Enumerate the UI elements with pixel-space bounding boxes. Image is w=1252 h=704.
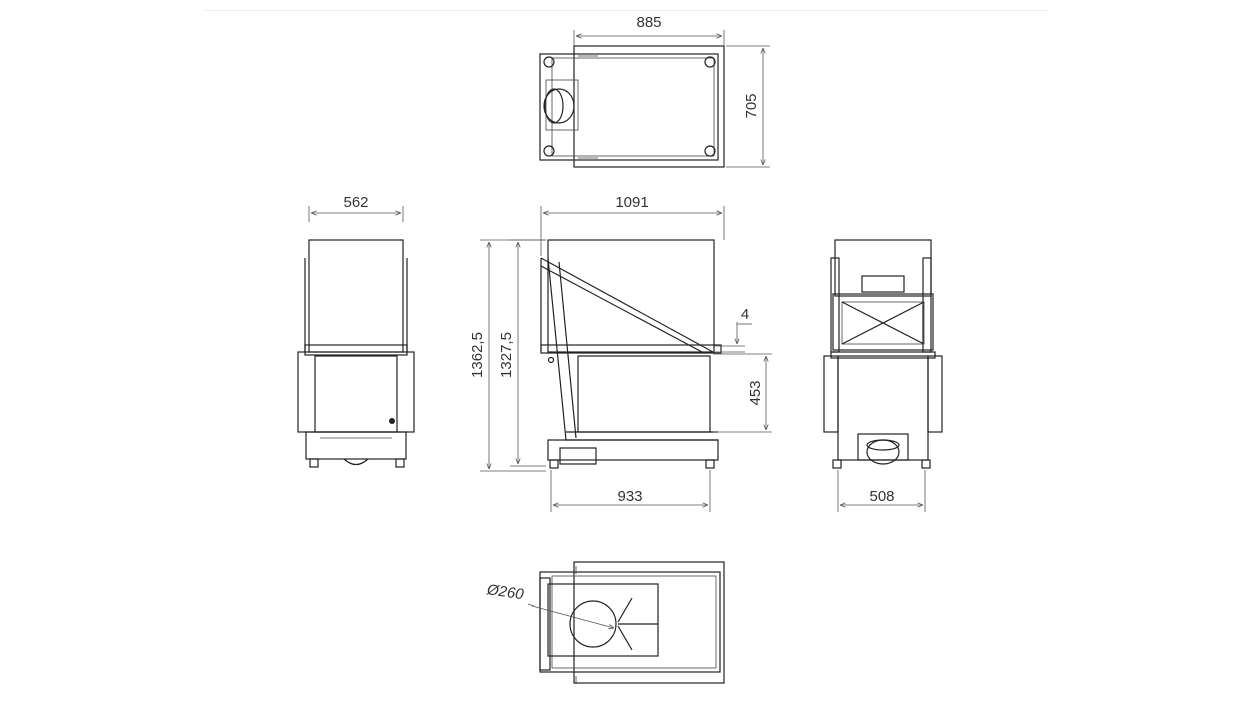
header-rule: [204, 10, 1048, 11]
dim-label-453: 453: [747, 380, 764, 405]
dim-flue-diameter: Ø260: [485, 581, 614, 628]
side-view: [540, 239, 722, 469]
dim-label-1091: 1091: [615, 194, 648, 211]
dim-label-diameter-260: Ø260: [485, 581, 525, 603]
dim-side-base-width: 933: [550, 470, 711, 512]
top-view: [539, 45, 725, 168]
dim-label-933: 933: [617, 488, 642, 505]
dim-label-4: 4: [741, 306, 749, 323]
dim-top-depth: 705: [726, 45, 770, 168]
dim-front-width: 562: [308, 194, 404, 222]
dim-side-width: 1091: [540, 194, 725, 256]
back-view: [823, 239, 943, 469]
dim-back-base-width: 508: [837, 470, 926, 512]
dim-label-705: 705: [743, 93, 760, 118]
bottom-view: [539, 561, 725, 684]
dim-label-1362-5: 1362,5: [469, 332, 486, 378]
dim-label-562: 562: [343, 194, 368, 211]
dim-label-885: 885: [636, 14, 661, 31]
front-view: [297, 239, 415, 468]
dim-gap: 4: [713, 306, 752, 353]
dim-label-508: 508: [869, 488, 894, 505]
dim-body-height: 1327,5: [498, 239, 546, 467]
dim-top-width: 885: [573, 14, 725, 46]
dim-opening-height: 453: [713, 353, 772, 433]
dim-label-1327-5: 1327,5: [498, 332, 515, 378]
